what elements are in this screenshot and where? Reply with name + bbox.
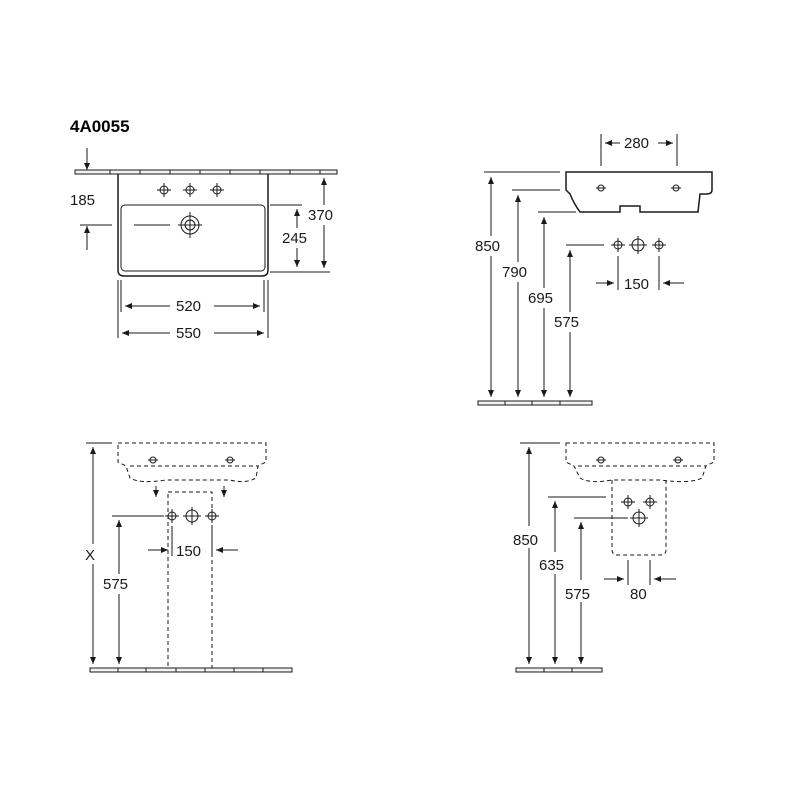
dim-150-side: 150 <box>624 276 649 293</box>
dim-550: 550 <box>176 325 201 342</box>
dim-80: 80 <box>630 586 647 603</box>
side-view: 280 150 850 790 695 <box>475 134 713 406</box>
dim-575-pedestal: 575 <box>103 576 128 593</box>
dim-x: X <box>85 547 95 564</box>
dim-520: 520 <box>176 298 201 315</box>
dim-245: 245 <box>282 230 307 247</box>
drain-icon <box>134 212 202 238</box>
dim-370: 370 <box>308 207 333 224</box>
pedestal-view: 150 X 575 <box>85 442 293 673</box>
basin-dashed <box>565 442 715 483</box>
floor-strip <box>515 667 603 673</box>
wall-strip <box>74 169 338 175</box>
basin-outline <box>117 174 269 277</box>
dim-575-side: 575 <box>554 314 579 331</box>
connector-icon <box>611 236 666 254</box>
semi-pedestal-dashed <box>611 480 667 556</box>
dim-280: 280 <box>624 135 649 152</box>
basin-dashed <box>117 442 267 483</box>
top-view: 185 370 245 520 550 <box>70 148 338 342</box>
dim-695: 695 <box>528 290 553 307</box>
dim-790: 790 <box>502 264 527 281</box>
basin-bowl <box>120 204 266 272</box>
basin-profile <box>565 171 713 213</box>
floor-strip <box>89 667 293 673</box>
dim-185: 185 <box>70 192 95 209</box>
connector-icon <box>165 507 219 525</box>
semi-pedestal-view: 80 850 635 575 <box>513 442 715 673</box>
product-code: 4A0055 <box>70 117 130 136</box>
dim-850-semi: 850 <box>513 532 538 549</box>
dim-150-pedestal: 150 <box>176 543 201 560</box>
tap-hole-icon <box>157 183 224 197</box>
floor-strip <box>477 400 593 406</box>
dim-635: 635 <box>539 557 564 574</box>
connector-icon <box>621 495 657 527</box>
dim-850-side: 850 <box>475 238 500 255</box>
dim-575-semi: 575 <box>565 586 590 603</box>
